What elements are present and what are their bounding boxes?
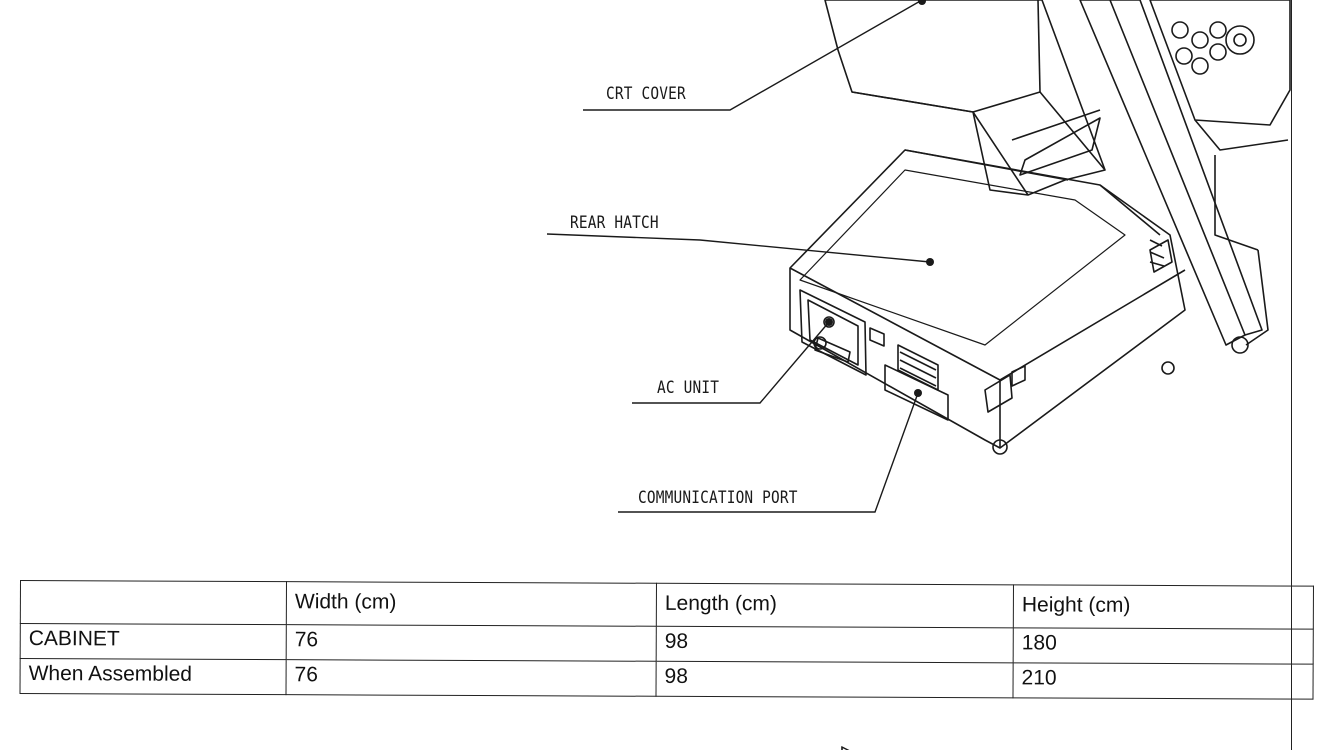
height-cell: 210 [1012,662,1314,700]
communication-port-leader [618,392,919,513]
communication-port-dot [914,389,922,397]
table-row: When Assembled 76 98 210 [20,658,1314,700]
length-cell: 98 [656,626,1014,663]
width-cell: 76 [286,624,657,662]
header-cell-length: Length (cm) [656,583,1014,628]
ac-unit-dot [825,318,833,326]
rear-hatch-dot [926,258,934,266]
ac-unit-leader [632,321,830,404]
table-row: CABINET 76 98 180 [20,623,1314,665]
width-cell: 76 [286,659,657,697]
row-label-cell: CABINET [20,623,287,660]
crt-cover-shape [824,0,1106,196]
communication-port-label: COMMUNICATION PORT [638,488,798,508]
header-cell-empty [20,580,287,625]
header-cell-height: Height (cm) [1013,584,1314,630]
crt-cover-leader [583,0,923,111]
crt-cover-label: CRT COVER [606,84,686,104]
front-bezel-shape [1079,0,1246,346]
ac-unit-shape [799,289,867,376]
dimensions-table: Width (cm) Length (cm) Height (cm) CABIN… [20,580,1314,700]
rear-hatch-leader [546,233,931,263]
table-header-row: Width (cm) Length (cm) Height (cm) [20,580,1314,630]
rear-hatch-shape [799,169,1126,346]
page-edge-line [1291,0,1292,750]
crt-cover-dot [918,0,926,5]
header-cell-width: Width (cm) [286,581,657,627]
rear-hatch-label: REAR HATCH [570,213,659,233]
row-label-cell: When Assembled [20,658,287,695]
length-cell: 98 [655,661,1014,698]
height-cell: 180 [1013,627,1314,665]
ac-unit-label: AC UNIT [657,378,720,398]
